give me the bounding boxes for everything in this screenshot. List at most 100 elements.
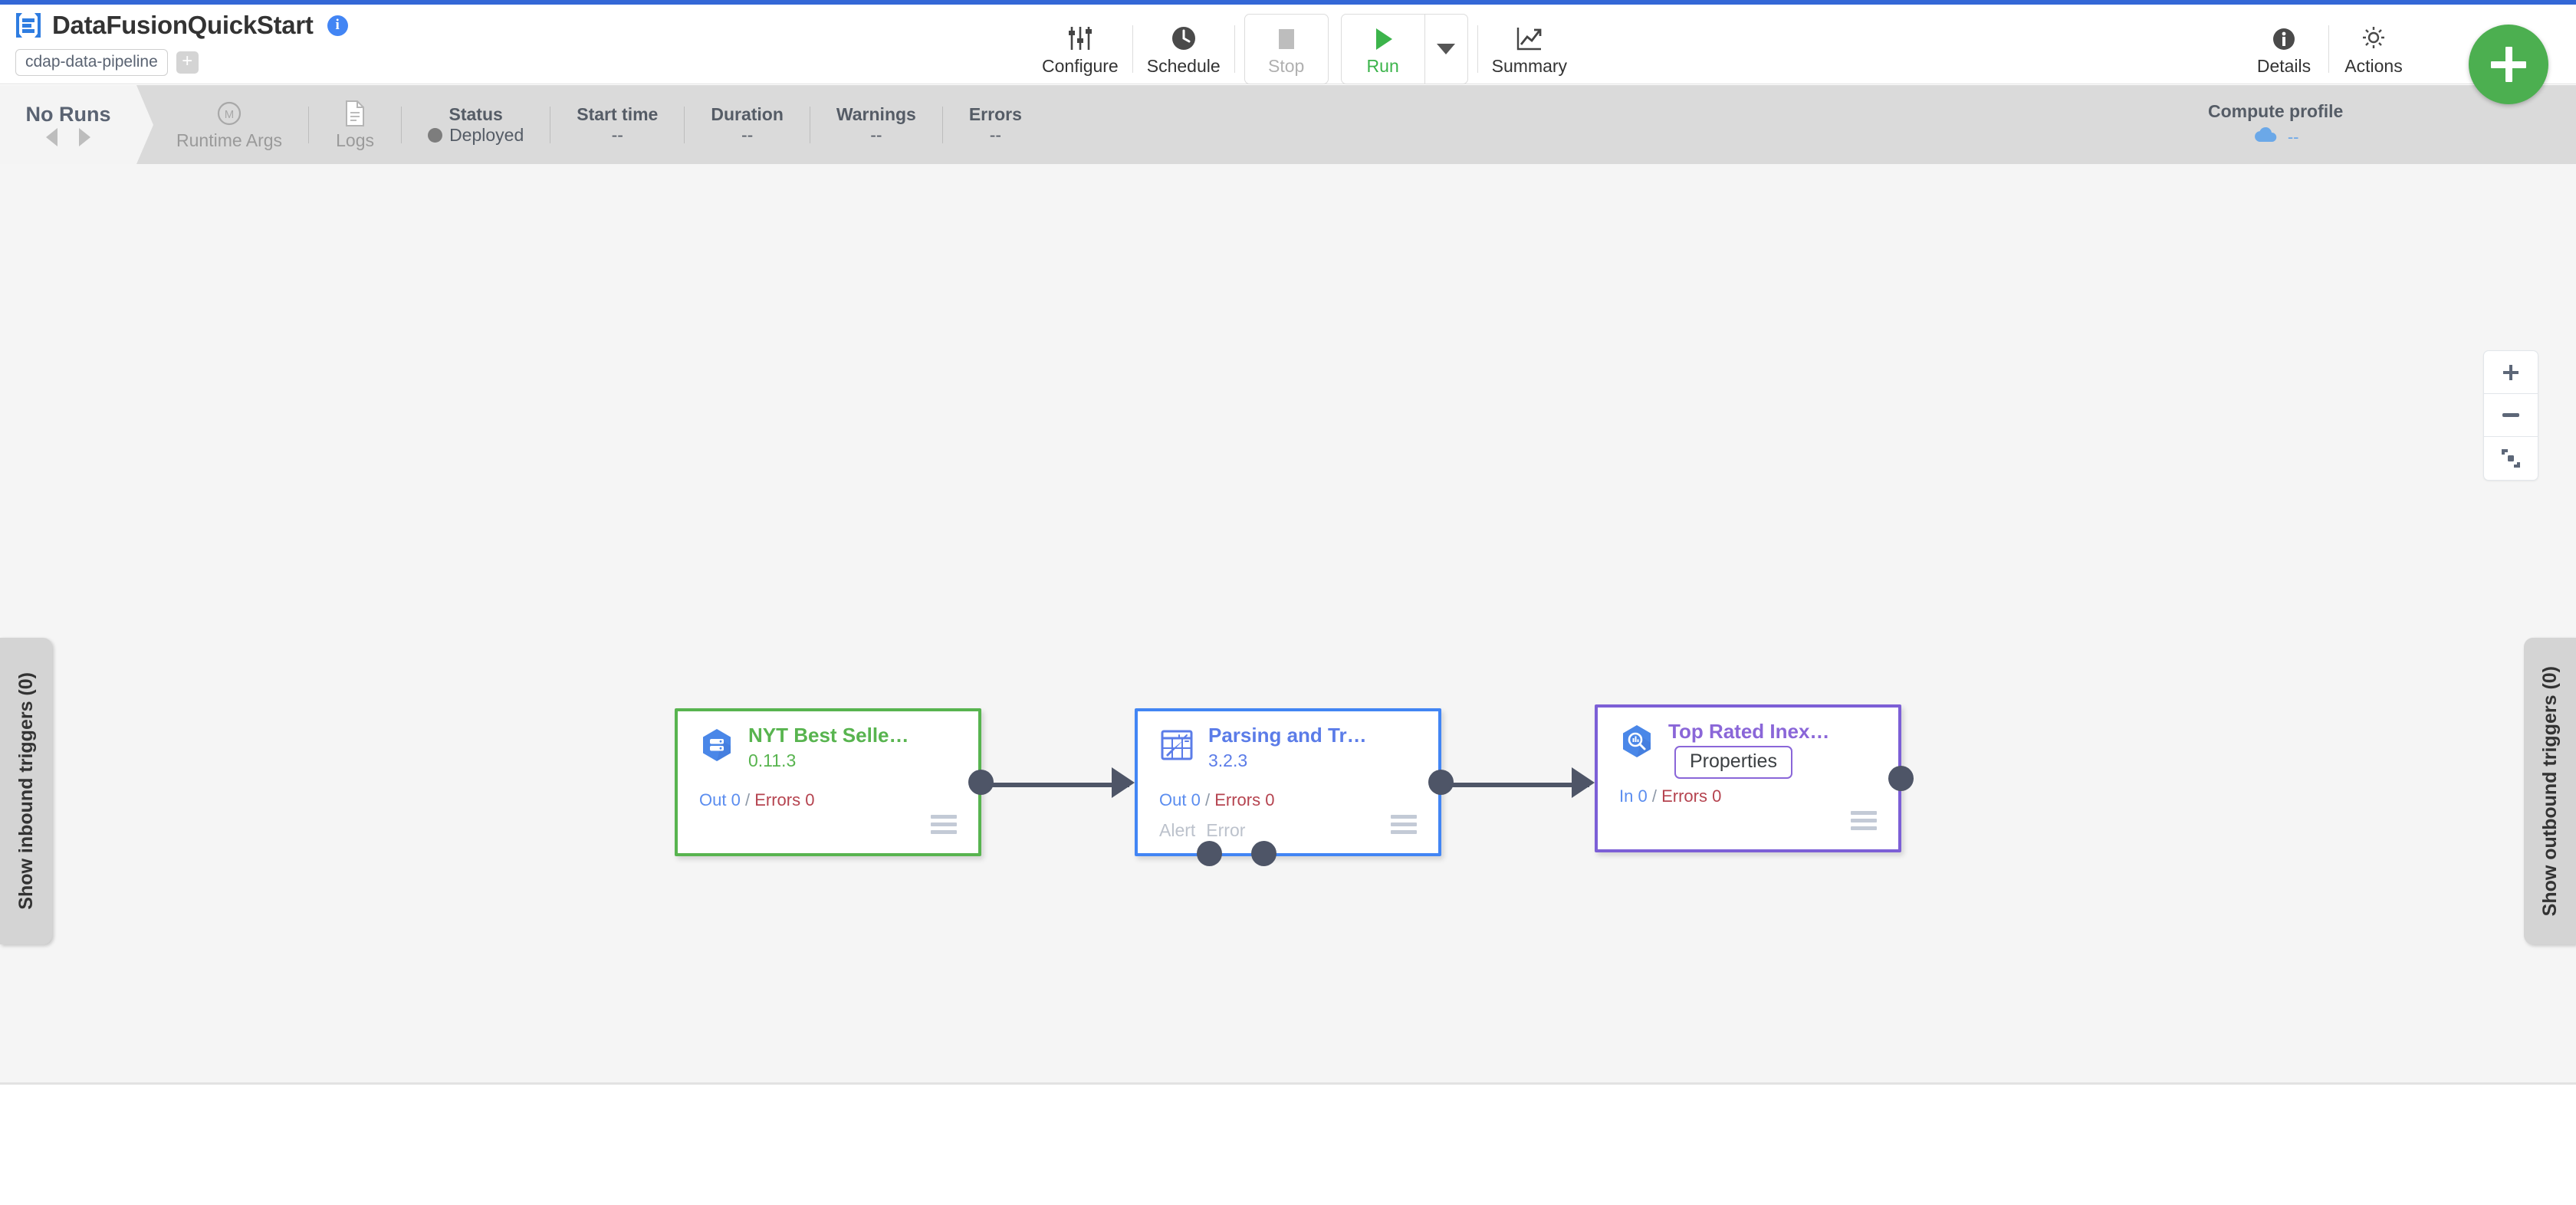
runtime-args-button[interactable]: M Runtime Args	[150, 85, 308, 164]
logs-button[interactable]: Logs	[309, 85, 401, 164]
connection-arrow-icon	[1572, 767, 1595, 798]
bigquery-sink-icon	[1619, 724, 1654, 759]
node-name: Parsing and Tr…	[1208, 724, 1367, 747]
status-divider	[941, 106, 943, 143]
status-divider	[308, 106, 310, 143]
runs-navigator: No Runs	[0, 85, 153, 164]
runs-arrow-group	[46, 128, 90, 146]
node-properties-tooltip[interactable]: Properties	[1674, 746, 1792, 779]
details-button[interactable]: Details	[2242, 16, 2325, 82]
start-time-metric: Start time --	[550, 85, 684, 164]
show-inbound-triggers-tab[interactable]: Show inbound triggers (0)	[0, 638, 52, 944]
pipeline-canvas[interactable]: Show inbound triggers (0) Show outbound …	[0, 164, 2576, 1085]
node-name: NYT Best Selle…	[748, 724, 909, 747]
node-header: NYT Best Selle… 0.11.3	[678, 711, 978, 771]
add-tag-button[interactable]: +	[176, 51, 199, 74]
node-menu-icon[interactable]	[1851, 811, 1877, 834]
compute-profile-label: Compute profile	[2208, 101, 2344, 121]
node-alert-port-label: Alert	[1159, 820, 1196, 840]
inbound-triggers-label: Show inbound triggers (0)	[15, 672, 37, 910]
node-metrics-errors: 0	[1265, 790, 1275, 809]
show-outbound-triggers-tab[interactable]: Show outbound triggers (0)	[2524, 638, 2576, 944]
triangle-right-icon[interactable]	[79, 128, 90, 146]
start-time-label: Start time	[577, 103, 659, 124]
node-metrics-errors-label: Errors	[1214, 790, 1261, 809]
info-icon[interactable]: i	[327, 15, 348, 36]
node-metrics: Out 0 / Errors 0	[699, 790, 814, 810]
warnings-metric: Warnings --	[810, 85, 942, 164]
logs-label: Logs	[336, 130, 374, 150]
summary-label: Summary	[1491, 56, 1568, 76]
duration-label: Duration	[711, 103, 784, 124]
node-metrics-prefix: In	[1619, 786, 1634, 806]
node-version: 0.11.3	[748, 750, 797, 771]
start-time-value: --	[611, 124, 623, 145]
schedule-button[interactable]: Schedule	[1136, 16, 1231, 82]
node-header: Top Rated Inex…	[1598, 708, 1898, 759]
details-label: Details	[2256, 56, 2312, 76]
stop-label: Stop	[1267, 56, 1305, 76]
node-metrics-out: 0	[1638, 786, 1648, 806]
configure-label: Configure	[1042, 56, 1119, 76]
status-items: M Runtime Args	[150, 85, 1048, 164]
compute-profile-section[interactable]: Compute profile --	[2208, 85, 2343, 164]
add-plugin-fab[interactable]	[2469, 25, 2548, 104]
run-options-button[interactable]	[1424, 15, 1467, 84]
toolbar-divider	[1132, 25, 1133, 73]
node-metrics-errors-label: Errors	[1661, 786, 1707, 806]
actions-button[interactable]: Actions	[2332, 16, 2415, 82]
pipeline-node-sink[interactable]: Top Rated Inex… Properties In 0 / Errors…	[1595, 704, 1914, 852]
node-title-block: NYT Best Selle… 0.11.3	[748, 724, 909, 771]
node-metrics-sep: /	[1204, 790, 1211, 809]
compute-profile-value-group: --	[2252, 126, 2299, 148]
macro-m-icon: M	[215, 98, 243, 127]
pipeline-node-source[interactable]: NYT Best Selle… 0.11.3 Out 0 / Errors 0	[675, 708, 994, 856]
node-title-block: Parsing and Tr… 3.2.3	[1208, 724, 1367, 771]
pipeline-node-transform[interactable]: Parsing and Tr… 3.2.3 Out 0 / Errors 0 A…	[1135, 708, 1454, 866]
runtime-args-label: Runtime Args	[176, 130, 283, 150]
stop-square-icon	[1273, 21, 1300, 52]
svg-text:M: M	[225, 108, 235, 121]
node-port-labels: Alert Error	[1159, 820, 1245, 841]
node-version: 3.2.3	[1208, 750, 1248, 771]
page-title: DataFusionQuickStart	[52, 11, 314, 39]
node-metrics-out: 0	[1191, 790, 1201, 809]
status-value-group: Deployed	[428, 125, 524, 146]
configure-button[interactable]: Configure	[1031, 16, 1129, 82]
node-menu-icon[interactable]	[1391, 815, 1417, 838]
node-error-port[interactable]	[1251, 841, 1276, 866]
status-label: Status	[449, 103, 503, 124]
bottom-area	[0, 1087, 2576, 1205]
connection-line	[1440, 783, 1589, 787]
connection-line	[980, 783, 1129, 787]
node-metrics: In 0 / Errors 0	[1619, 786, 1721, 806]
compute-profile-value: --	[2287, 127, 2299, 146]
run-button-box[interactable]: Run	[1340, 14, 1468, 84]
warnings-label: Warnings	[836, 103, 916, 124]
toolbar-divider	[2328, 25, 2329, 73]
node-output-port[interactable]	[968, 769, 994, 795]
fit-to-screen-button[interactable]	[2484, 437, 2538, 480]
node-output-port[interactable]	[1428, 769, 1454, 795]
triangle-left-icon[interactable]	[46, 128, 58, 146]
stop-button-box[interactable]: Stop	[1244, 14, 1329, 84]
node-output-port[interactable]	[1888, 765, 1914, 791]
zoom-out-button[interactable]	[2484, 394, 2538, 437]
summary-button[interactable]: Summary	[1481, 16, 1578, 82]
outbound-triggers-label: Show outbound triggers (0)	[2538, 665, 2561, 917]
top-bar: DataFusionQuickStart i cdap-data-pipelin…	[0, 5, 2576, 104]
stop-button[interactable]: Stop	[1245, 15, 1328, 84]
gear-icon	[2359, 21, 2388, 52]
errors-metric: Errors --	[943, 85, 1048, 164]
node-metrics: Out 0 / Errors 0	[1159, 790, 1274, 810]
node-alert-port[interactable]	[1197, 841, 1222, 866]
run-button[interactable]: Run	[1342, 15, 1424, 84]
node-title-block: Top Rated Inex…	[1668, 721, 1829, 742]
node-metrics-sep: /	[1651, 786, 1657, 806]
node-metrics-prefix: Out	[699, 790, 727, 809]
warnings-value: --	[870, 124, 882, 145]
secondary-toolbar: Details Actions	[2242, 9, 2415, 89]
status-divider	[401, 106, 402, 143]
zoom-in-button[interactable]	[2484, 351, 2538, 394]
node-menu-icon[interactable]	[931, 815, 957, 838]
